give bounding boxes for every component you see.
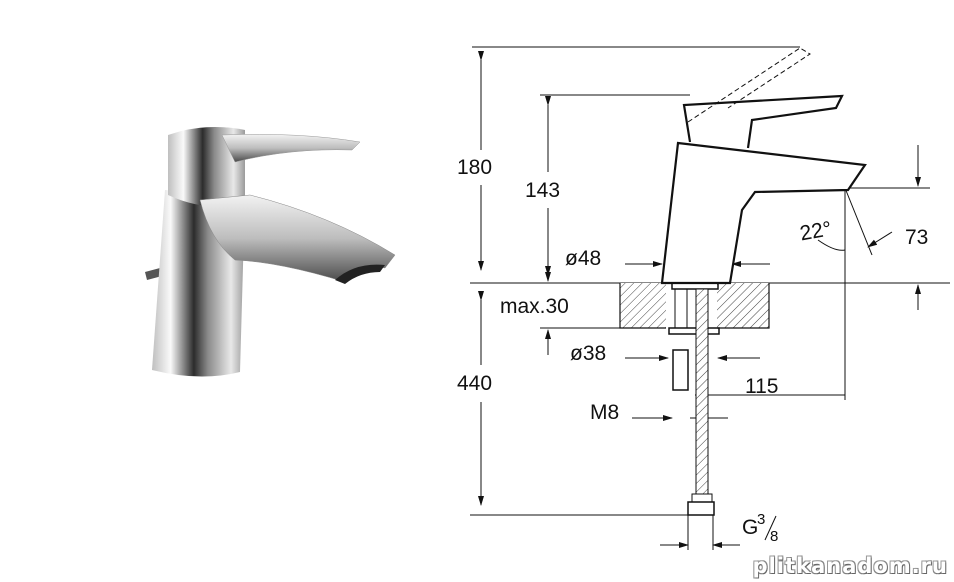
dim-g-num: 3 — [757, 511, 765, 528]
dim-g: G — [742, 516, 758, 539]
dimension-labels: 180 143 ø48 max.30 ø38 440 M8 115 22° 73… — [455, 150, 928, 545]
dim-440: 440 — [457, 372, 492, 395]
watermark: plitkanadom.ru — [752, 554, 948, 578]
dim-180: 180 — [457, 156, 492, 179]
dim-73: 73 — [905, 226, 928, 249]
dim-g-den: 8 — [770, 528, 778, 545]
faucet-photo — [145, 126, 396, 377]
dim-143: 143 — [525, 179, 560, 202]
dim-d38: ø38 — [570, 342, 606, 365]
dim-angle: 22° — [798, 217, 833, 245]
dim-m8: M8 — [590, 401, 619, 424]
dim-d48: ø48 — [565, 247, 601, 270]
dim-max30: max.30 — [500, 295, 569, 318]
technical-drawing — [470, 46, 950, 550]
dim-115: 115 — [745, 375, 778, 398]
